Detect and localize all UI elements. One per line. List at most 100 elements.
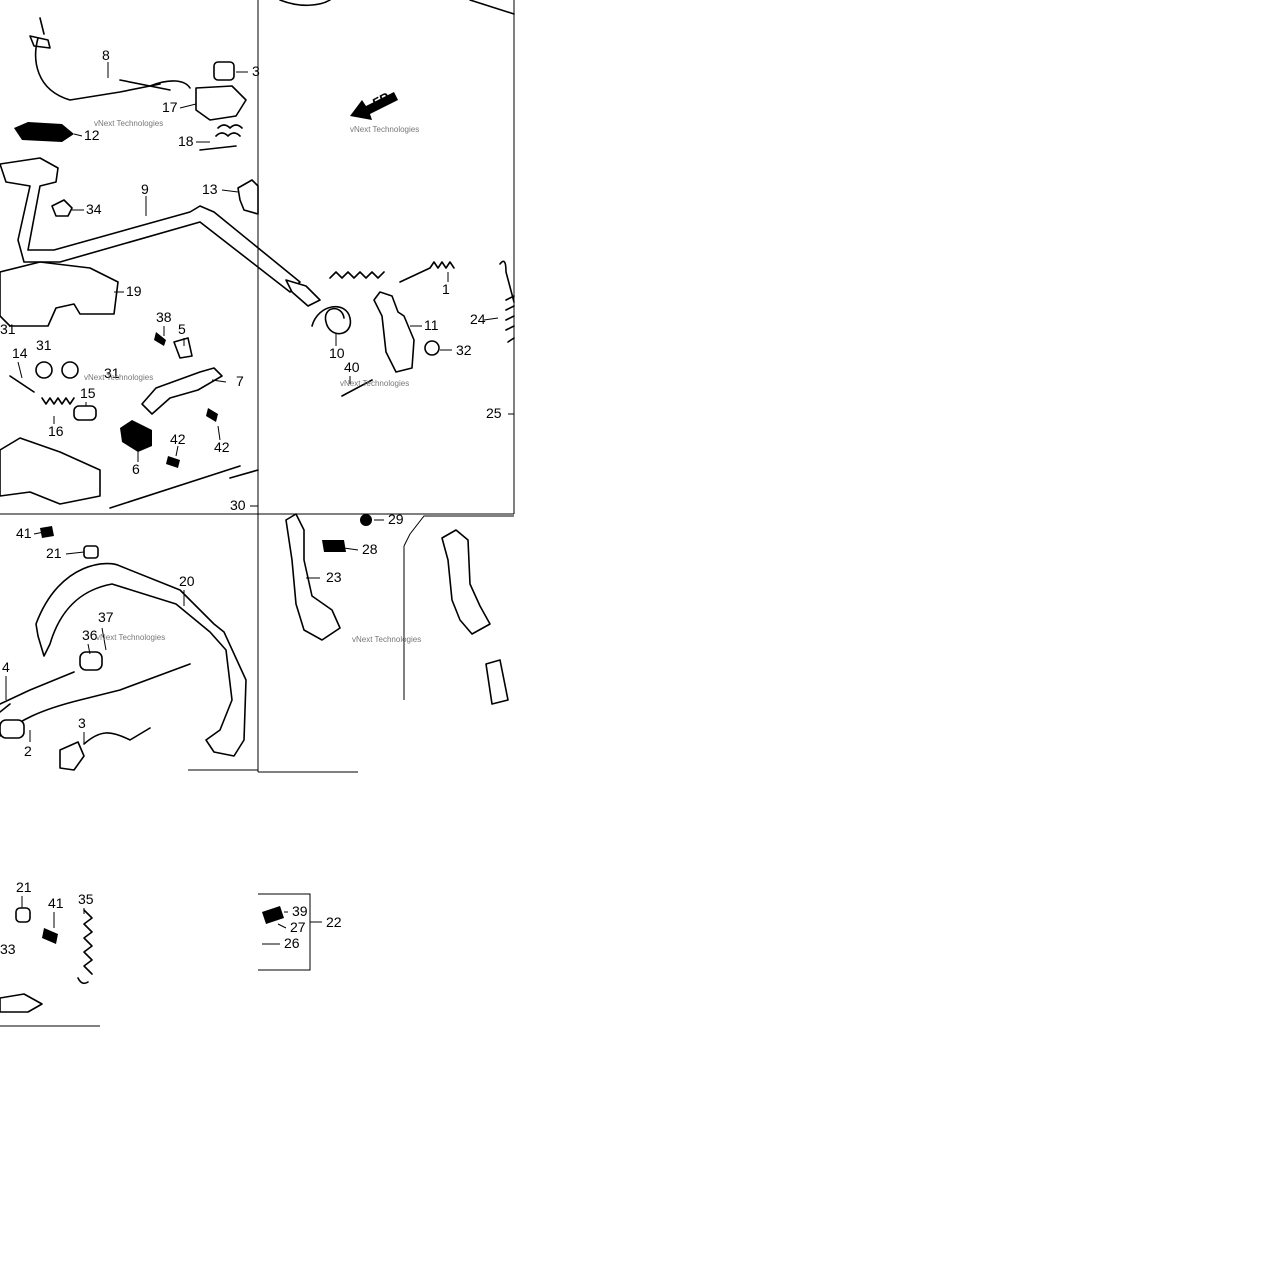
nut-part <box>213 61 235 81</box>
nut-part <box>83 545 99 559</box>
callout-label: 3 <box>252 63 260 79</box>
callout-label: 3 <box>78 715 86 731</box>
lever-part <box>373 291 415 373</box>
bracket-part <box>237 179 259 215</box>
callout-label: 31 <box>0 321 16 337</box>
spring-part <box>199 124 243 151</box>
collar-part <box>79 651 103 671</box>
cam-plate-part <box>195 85 247 121</box>
rod-part <box>109 465 259 509</box>
watermark-text: vNext Technologies <box>94 119 163 128</box>
callout-label: 10 <box>329 345 345 361</box>
clamp-part <box>120 420 152 452</box>
nut-part <box>35 361 53 379</box>
callout-label: 42 <box>214 439 230 455</box>
grille-part <box>14 122 74 142</box>
callout-label: 21 <box>16 879 32 895</box>
callout-label: 11 <box>424 317 439 333</box>
callout-label: 16 <box>48 423 64 439</box>
watermark-text: vNext Technologies <box>352 635 421 644</box>
callout-label: 38 <box>156 309 172 325</box>
callout-label: 7 <box>236 373 244 389</box>
arm-part <box>141 367 223 415</box>
callout-label: 12 <box>84 127 100 143</box>
callout-label: 34 <box>86 201 102 217</box>
panel-bottom-right <box>258 893 322 971</box>
callout-label: 18 <box>178 133 194 149</box>
nut-part <box>61 361 79 379</box>
callout-label: 25 <box>486 405 502 421</box>
inset-frame <box>403 515 514 547</box>
part-edge <box>279 0 515 15</box>
callout-label: 1 <box>442 281 450 297</box>
watermark-text: vNext Technologies <box>84 373 153 382</box>
callout-label: 6 <box>132 461 140 477</box>
panel-middle-left <box>0 514 259 772</box>
bolt-part <box>322 540 346 552</box>
bolt-part <box>166 456 180 468</box>
bolt-part <box>51 199 73 217</box>
main-stand-part <box>35 562 247 757</box>
pin-part <box>9 375 35 393</box>
spring-part <box>499 260 515 343</box>
bracket-part <box>485 659 509 705</box>
cable-part <box>0 663 191 737</box>
switch-part <box>59 741 85 771</box>
callout-label: 9 <box>141 181 149 197</box>
cable-part <box>0 671 75 713</box>
front-arrow-icon <box>350 92 398 120</box>
bracket-line <box>258 893 311 971</box>
callout-label: 37 <box>98 609 114 625</box>
callout-label: 36 <box>82 627 98 643</box>
callout-label: 42 <box>170 431 186 447</box>
callout-label: 4 <box>2 659 10 675</box>
callout-label: 33 <box>0 941 16 957</box>
callout-label: 31 <box>36 337 52 353</box>
side-stand-part <box>285 513 341 641</box>
watermark-text: vNext Technologies <box>350 125 419 134</box>
callout-label: 29 <box>388 511 404 527</box>
callout-label: 30 <box>230 497 246 513</box>
callout-label: 39 <box>292 903 308 919</box>
torsion-spring-part <box>311 305 352 335</box>
leader-lines <box>5 62 514 945</box>
callout-label: 27 <box>290 919 306 935</box>
watermark-text: vNext Technologies <box>340 379 409 388</box>
callout-label: 20 <box>179 573 195 589</box>
collar-part <box>73 405 97 421</box>
nut-part <box>360 514 372 526</box>
callout-label: 17 <box>162 99 178 115</box>
callout-label: 19 <box>126 283 142 299</box>
bolt-part <box>341 379 373 397</box>
panel-bottom-left <box>0 907 100 1027</box>
pedal-shaft-end <box>285 279 321 307</box>
panel-top-right <box>258 0 515 515</box>
nut-part <box>424 340 440 356</box>
callout-label: 28 <box>362 541 378 557</box>
callout-label: 13 <box>202 181 218 197</box>
callout-label: 41 <box>16 525 32 541</box>
bolt-part <box>40 526 54 538</box>
cable-wire <box>119 79 191 91</box>
bolt-part <box>42 928 58 944</box>
callout-label: 26 <box>284 935 300 951</box>
clip-part <box>173 337 193 359</box>
callout-label: 31 <box>104 365 120 381</box>
callout-label: 41 <box>48 895 64 911</box>
callout-label: 32 <box>456 342 472 358</box>
watermark-text: vNext Technologies <box>96 633 165 642</box>
nut-part <box>15 907 31 923</box>
cable-end <box>0 719 25 739</box>
cable-end <box>29 35 51 49</box>
callout-label: 21 <box>46 545 62 561</box>
brake-pedal-part <box>0 157 301 293</box>
callout-label: 14 <box>12 345 28 361</box>
cable-part <box>34 17 161 101</box>
spring-part <box>329 271 385 279</box>
panel-middle-right <box>258 513 514 773</box>
callout-label: 23 <box>326 569 342 585</box>
callout-label: 8 <box>102 47 110 63</box>
callout-label: 40 <box>344 359 360 375</box>
callout-label: 22 <box>326 914 342 930</box>
